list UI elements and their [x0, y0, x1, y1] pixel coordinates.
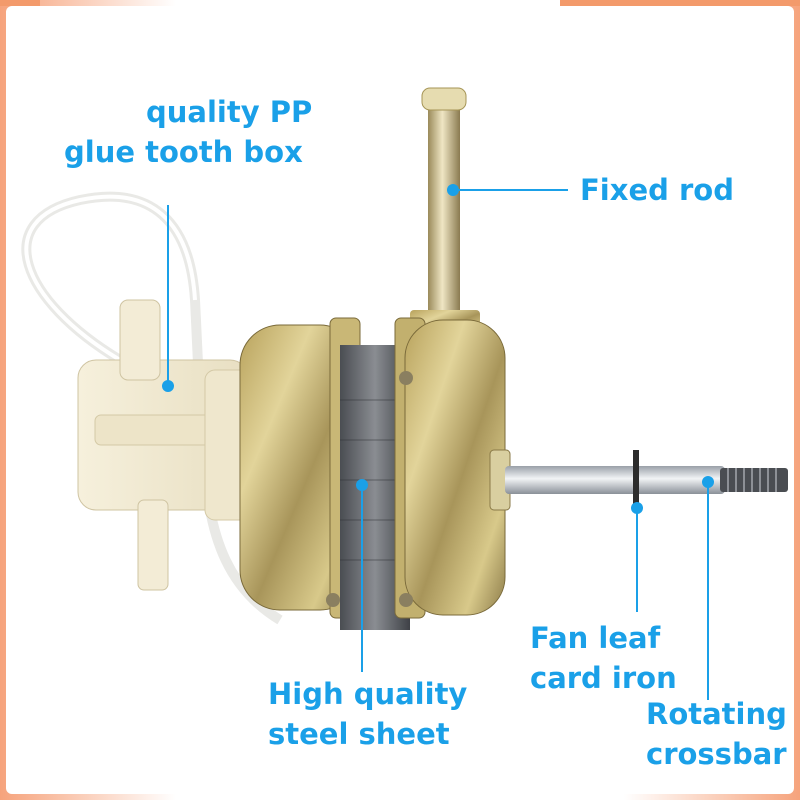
rotating-shaft: [505, 450, 788, 508]
callout-pp-line2: glue tooth box: [64, 135, 303, 169]
pp-gear-box: [77, 299, 251, 591]
callout-crossbar: Rotating crossbar: [646, 694, 787, 774]
frame-accent-left: [0, 0, 40, 6]
callout-steel-sheet: High quality steel sheet: [268, 674, 467, 754]
callout-fixed-rod-label: Fixed rod: [580, 173, 734, 207]
product-photo: [6, 6, 794, 794]
callout-fan-leaf-line1: Fan leaf: [530, 621, 661, 655]
frame-accent-right: [560, 0, 800, 6]
callout-fan-leaf: Fan leaf card iron: [530, 618, 677, 698]
callout-fan-leaf-line2: card iron: [530, 661, 677, 695]
callout-crossbar-line1: Rotating: [646, 697, 787, 731]
fan-motor-illustration: [21, 87, 788, 700]
callout-pp-gear-box-2: glue tooth box: [64, 132, 303, 172]
callout-steel-line1: High quality: [268, 677, 468, 711]
motor-body: [239, 317, 511, 630]
callout-fixed-rod: Fixed rod: [580, 170, 734, 210]
fan-leaf-card-iron-pin: [633, 450, 639, 508]
callout-steel-line2: steel sheet: [268, 717, 450, 751]
callout-crossbar-line2: crossbar: [646, 737, 787, 771]
callout-leaders: [162, 184, 714, 700]
callout-pp-line1: quality PP: [146, 95, 313, 129]
fixed-rod: [410, 87, 480, 340]
callout-pp-gear-box: quality PP: [146, 92, 312, 132]
